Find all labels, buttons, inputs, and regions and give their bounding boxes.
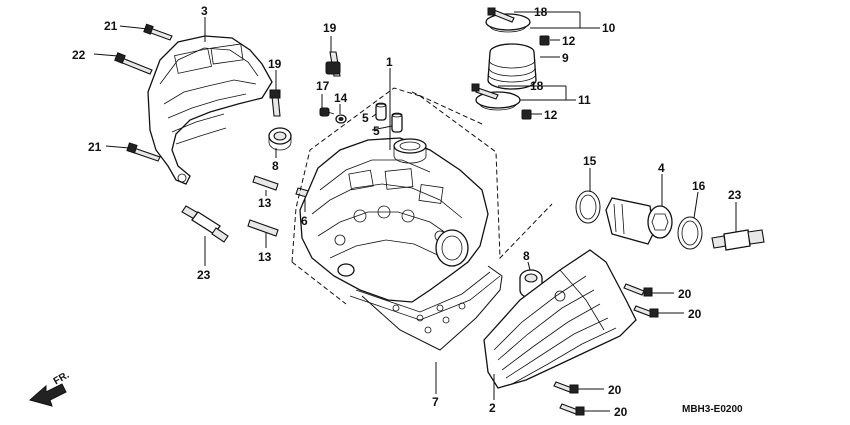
callout-7: 7 [432,395,439,409]
callout-16: 16 [692,179,706,193]
callout-5-b: 5 [373,124,380,138]
bolt-21-upper [143,23,173,41]
bolt-22 [114,52,153,75]
callout-21-upper: 21 [104,19,118,33]
callout-23-left: 23 [197,268,211,282]
callout-19-cover: 19 [268,57,282,71]
callout-8-lower: 8 [523,249,530,263]
cylinder-head [299,137,501,334]
callout-12-lower: 12 [544,108,558,122]
stud-13-lower [247,219,279,237]
grommet-8-upper [268,127,292,151]
callout-4: 4 [658,161,665,175]
bolt-20-d [559,403,585,416]
callout-6: 6 [301,214,308,228]
callout-12-top: 12 [562,34,576,48]
callout-13-lower: 13 [258,250,272,264]
callout-13-upper: 13 [258,196,272,210]
front-arrow-icon [28,383,67,407]
callout-1: 1 [386,55,393,69]
callout-10: 10 [602,21,616,35]
spark-plug-right [711,229,765,251]
assembly-dashed-outline [291,87,553,305]
stud-13-upper [252,175,279,191]
dowel-pin-5-b [391,112,403,133]
callout-20-b: 20 [688,307,702,321]
callout-11: 11 [578,93,591,107]
callout-18-lower: 18 [530,79,544,93]
callout-14: 14 [334,91,348,105]
callout-15: 15 [583,154,597,168]
callout-18-top: 18 [534,5,548,19]
callout-21-lower: 21 [88,140,102,154]
dowel-pin-5-a [375,102,387,121]
spark-plug-left [181,205,229,243]
washer-14 [335,114,347,124]
bolt-19-top [325,51,341,77]
bolt-20-b [633,305,659,318]
callout-9: 9 [562,51,569,65]
leader-lines [93,11,737,412]
callout-17: 17 [316,79,330,93]
callout-19-top: 19 [323,21,337,35]
o-ring-16 [677,216,703,250]
callout-labels: 3 21 22 21 19 19 17 14 8 13 13 6 23 1 5 … [72,4,742,419]
callout-20-d: 20 [614,405,628,419]
callout-8-upper: 8 [272,159,279,173]
callout-3: 3 [201,4,208,18]
callout-23-right: 23 [728,188,742,202]
callout-20-a: 20 [678,287,692,301]
bolt-20-c [553,381,579,394]
bolt-19-cover [269,89,281,117]
callout-20-c: 20 [608,383,622,397]
callout-5-a: 5 [362,111,369,125]
front-marker-label: FR. [52,370,72,388]
bolt-21-lower [126,142,161,162]
callout-2: 2 [489,401,496,415]
callout-22: 22 [72,48,86,62]
side-cover [483,249,637,389]
bolt-20-a [623,283,653,297]
bolt-18-top [487,7,515,23]
nut-12-top [539,35,550,46]
cap-4 [605,197,673,245]
nut-12-lower [521,109,532,120]
o-ring-15 [575,190,601,224]
gasket-7 [361,265,503,351]
bolt-18-lower [471,83,499,100]
drawing-code: MBH3-E0200 [682,404,743,415]
insulator-9 [487,43,537,90]
head-cover [147,35,273,185]
bolt-17 [319,107,335,117]
